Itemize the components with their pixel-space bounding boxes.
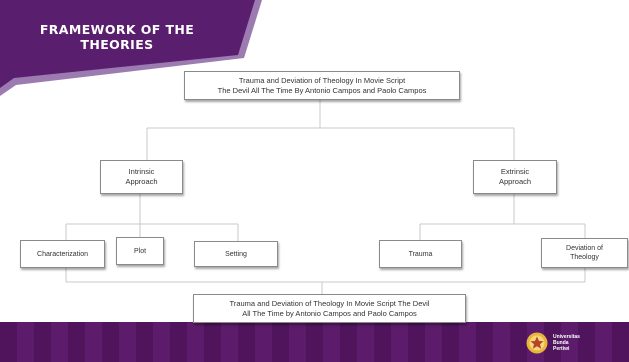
university-name-line2: Bunda	[553, 339, 569, 346]
extrinsic-line2: Approach	[498, 177, 532, 186]
extrinsic-approach-box: Extrinsic Approach	[473, 160, 557, 194]
university-name: Universitas Bunda Pertiwi	[553, 334, 580, 352]
university-name-line1: Universitas	[553, 333, 580, 340]
top-box: Trauma and Deviation of Theology In Movi…	[184, 71, 460, 100]
top-box-line2: The Devil All The Time By Antonio Campos…	[217, 85, 427, 95]
deviation-of-theology-box: Deviation of Theology	[541, 238, 628, 268]
university-name-line3: Pertiwi	[553, 345, 570, 352]
extrinsic-line1: Extrinsic	[500, 167, 530, 176]
intrinsic-line2: Approach	[125, 177, 158, 186]
bottom-box-line2: All The Time by Antonio Campos and Paolo…	[242, 308, 417, 318]
slide-title-line2: THEORIES	[80, 37, 154, 52]
setting-box: Setting	[194, 241, 278, 267]
trauma-box: Trauma	[379, 240, 462, 268]
university-logo: Universitas Bunda Pertiwi	[526, 329, 622, 356]
plot-label: Plot	[133, 247, 147, 255]
characterization-box: Characterization	[20, 240, 105, 268]
trauma-label: Trauma	[408, 250, 433, 258]
intrinsic-line1: Intrinsic	[128, 167, 155, 176]
slide-title: FRAMEWORK OF THE THEORIES	[28, 22, 206, 52]
deviation-line1: Deviation of	[566, 245, 603, 252]
footer-bar	[0, 322, 629, 362]
bottom-box-line1: Trauma and Deviation of Theology In Movi…	[229, 298, 430, 308]
intrinsic-approach-box: Intrinsic Approach	[100, 160, 183, 194]
banner-shape	[0, 0, 255, 88]
bottom-box: Trauma and Deviation of Theology In Movi…	[193, 294, 466, 323]
deviation-line2: Theology	[570, 254, 599, 261]
characterization-label: Characterization	[37, 250, 88, 258]
slide-title-line1: FRAMEWORK OF THE	[39, 22, 195, 37]
plot-box: Plot	[116, 237, 164, 265]
top-box-line1: Trauma and Deviation of Theology In Movi…	[238, 75, 406, 85]
setting-label: Setting	[225, 250, 247, 258]
university-seal-icon	[526, 332, 548, 353]
